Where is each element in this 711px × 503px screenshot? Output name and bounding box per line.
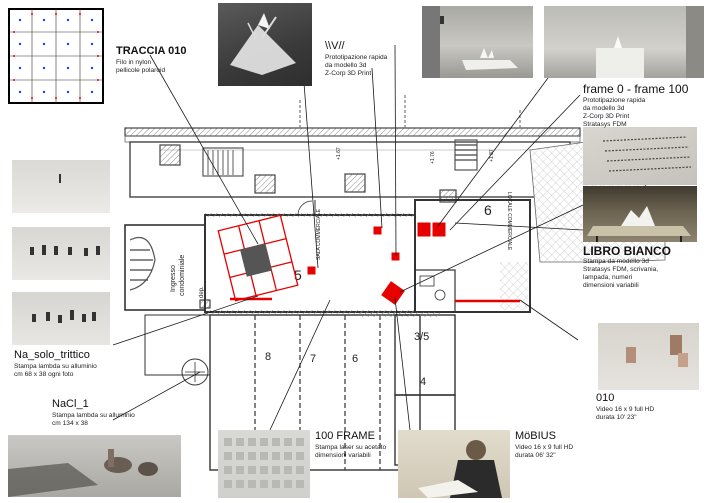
na-solo-desc-1: Stampa lambda su alluminio	[14, 363, 97, 370]
marker-libro	[381, 281, 405, 305]
mobius-title: MöBIUS	[515, 430, 556, 442]
plan-label-locale: LOCALE COMMERCIALE	[506, 192, 512, 251]
na-solo-photo-3	[12, 292, 110, 345]
plan-room-6b: 6	[352, 353, 358, 365]
na-solo-title: Na_solo_trittico	[14, 349, 90, 361]
plan-room-5: 5	[294, 267, 302, 283]
cento-frame-photo	[218, 430, 310, 498]
marker-plinth-2	[432, 222, 446, 237]
na-solo-photo-1	[12, 160, 110, 213]
traccia-shadow-marker	[239, 243, 273, 277]
traccia-grid-thumbnail	[8, 8, 104, 104]
leader-lines	[112, 29, 584, 431]
frame-desc-2: da modello 3d	[583, 105, 625, 112]
plan-room-8: 8	[265, 351, 271, 363]
marker-sq-1	[307, 266, 316, 275]
plan-label-ingresso: Ingresso	[170, 265, 177, 292]
frame-desc-1: Prototipazione rapida	[583, 97, 646, 104]
plan-dim-1: +1.67	[336, 147, 342, 160]
plan-dim-3: +1.87	[489, 149, 495, 162]
libro-text-photo	[583, 127, 697, 185]
marker-plinth-1	[417, 222, 431, 237]
vw-sculpture-photo	[218, 3, 312, 86]
plan-label-condominiale: condominiale	[179, 255, 186, 296]
libro-desc-2: Stratasys FDM, scrivania,	[583, 266, 659, 273]
cento-desc-1: Stampa laser su acetato	[315, 444, 387, 451]
plan-label-sala: SALA COMMERCIALE	[316, 208, 322, 260]
plan-label-dep: dep.	[199, 286, 205, 298]
cento-title: 100 FRAME	[315, 430, 375, 442]
na-solo-desc-2: cm 68 x 38 ogni foto	[14, 371, 74, 378]
nacl-desc-2: cm 134 x 38	[52, 420, 88, 427]
plan-room-7: 7	[310, 353, 316, 365]
plan-room-4: 4	[420, 376, 426, 388]
vw-desc-2: da modello 3d	[325, 62, 367, 69]
video-010-desc-2: durata 10' 23"	[596, 414, 637, 421]
traccia-title: TRACCIA 010	[116, 45, 187, 57]
nacl-photo	[8, 435, 181, 497]
libro-desc-3: lampada, numeri	[583, 274, 633, 281]
libro-desc-4: dimensioni variabili	[583, 282, 639, 289]
nacl-desc-1: Stampa lambda su alluminio	[52, 412, 135, 419]
marker-sq-2	[373, 226, 382, 235]
plan-main-hall	[204, 200, 416, 314]
vw-title: \\V//	[325, 40, 345, 52]
plan-room-6: 6	[484, 202, 492, 218]
frame-desc-4: Stratasys FDM	[583, 121, 627, 128]
mobius-desc-1: Video 16 x 9 full HD	[515, 444, 574, 451]
gallery-photo-2	[544, 6, 704, 78]
video-010-photo	[598, 323, 699, 390]
frame-title: frame 0 - frame 100	[583, 82, 689, 96]
video-010-title: 010	[596, 392, 615, 404]
video-010-desc-1: Video 16 x 9 full HD	[596, 406, 655, 413]
cento-desc-2: dimensioni variabili	[315, 452, 371, 459]
plan-upper-corridor	[124, 95, 581, 203]
traccia-desc-2: pellicole polaroid	[116, 67, 166, 74]
na-solo-photo-2	[12, 227, 110, 280]
frame-desc-3: Z-Corp 3D Print	[583, 113, 630, 120]
plan-entrance-block	[124, 224, 211, 311]
marker-sq-3	[391, 252, 400, 261]
nacl-title: NaCl_1	[52, 398, 89, 410]
traccia-desc-1: Filo in nylon	[116, 59, 152, 66]
vw-desc-3: Z-Corp 3D Print	[325, 70, 372, 77]
mobius-desc-2: durata 06' 32"	[515, 452, 556, 459]
gallery-photo-1	[422, 6, 533, 78]
plan-dim-2: +1.76	[430, 151, 436, 164]
exhibit-markers	[217, 214, 520, 305]
libro-title: LIBRO BIANCO	[583, 244, 671, 258]
plan-room-35: 3/5	[414, 331, 429, 343]
libro-table-photo	[583, 186, 697, 242]
libro-desc-1: Stampa da modello 3d	[583, 258, 649, 265]
mobius-photo	[398, 430, 510, 498]
vw-desc-1: Prototipazione rapida	[325, 54, 388, 61]
